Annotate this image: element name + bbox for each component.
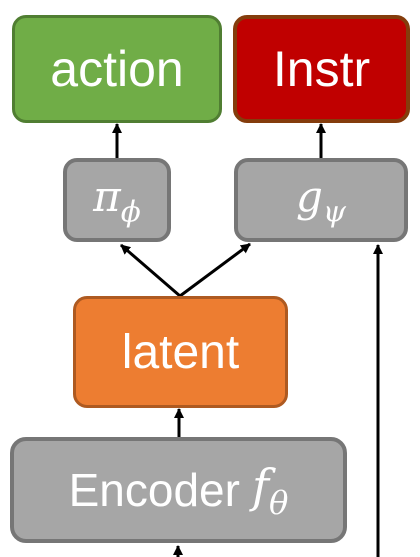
- generator-symbol-base: g: [296, 171, 323, 221]
- encoder-symbol-base: f: [251, 458, 269, 513]
- action-label: action: [50, 41, 184, 97]
- generator-node: gψ: [234, 158, 408, 242]
- policy-node: πϕ: [63, 158, 171, 242]
- encoder-node: Encoder fθ: [10, 437, 347, 543]
- encoder-symbol-sub: θ: [268, 483, 289, 522]
- arrow-latent-to-generator: [179, 242, 251, 298]
- encoder-label: Encoder: [68, 464, 240, 516]
- instr-label: Instr: [272, 41, 371, 97]
- instr-node: Instr: [233, 15, 410, 123]
- policy-symbol-sub: ϕ: [120, 194, 141, 229]
- encoder-symbol: fθ: [252, 459, 288, 521]
- generator-symbol-sub: ψ: [322, 194, 346, 229]
- generator-symbol: gψ: [296, 172, 346, 228]
- latent-label: latent: [121, 325, 240, 379]
- policy-symbol: πϕ: [93, 172, 141, 228]
- latent-node: latent: [73, 296, 288, 408]
- action-node: action: [12, 15, 222, 123]
- arrow-latent-to-policy: [120, 243, 181, 298]
- policy-symbol-base: π: [93, 171, 121, 221]
